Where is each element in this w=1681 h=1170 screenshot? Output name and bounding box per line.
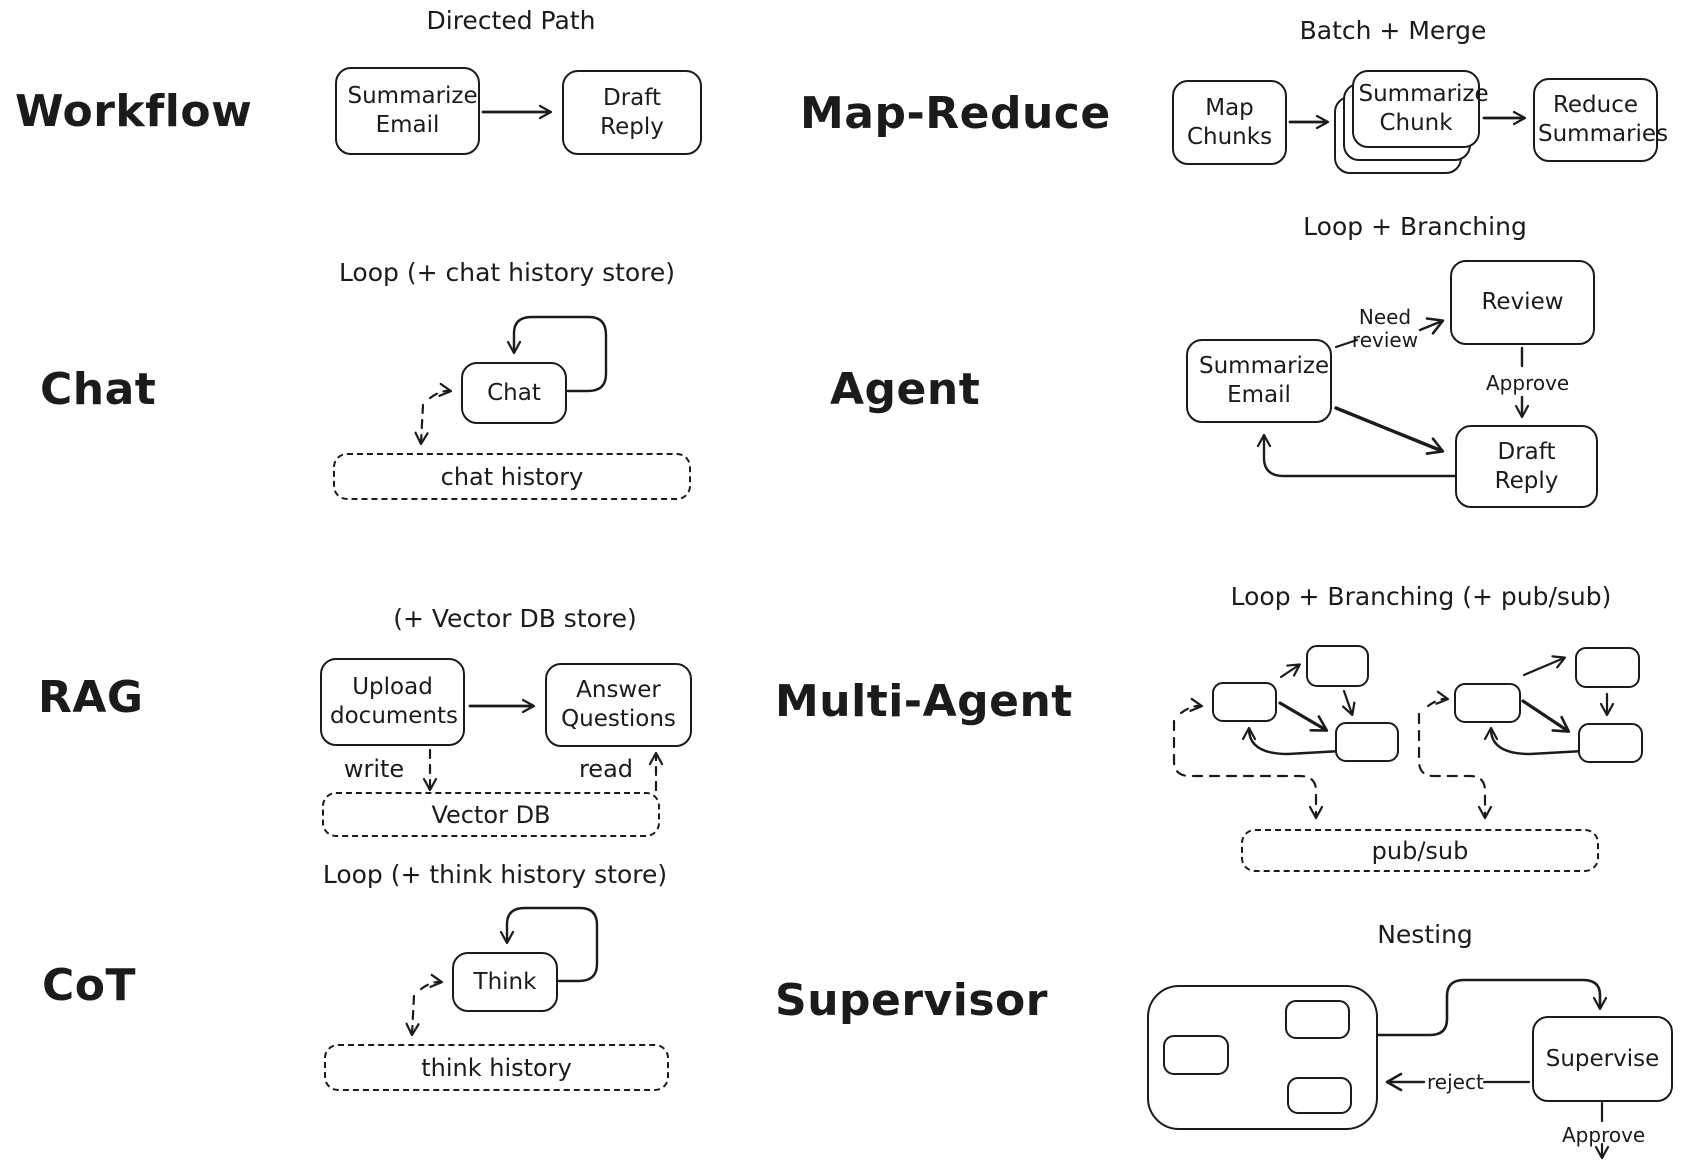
cot-title: Loop (+ think history store) xyxy=(322,860,668,889)
supervisor-label: Supervisor xyxy=(775,975,1048,1026)
workflow-title: Directed Path xyxy=(426,6,596,35)
map-reduce-title: Batch + Merge xyxy=(1299,16,1487,45)
workflow-node-summarize-email: Summarize Email xyxy=(335,67,480,155)
multi-agent-left-node-b xyxy=(1306,645,1369,687)
multi-agent-right-node-a xyxy=(1454,683,1521,723)
supervisor-edge-reject-label: reject xyxy=(1427,1070,1484,1094)
think-history-store: think history xyxy=(324,1044,669,1091)
map-reduce-node-summarize-chunk: Summarize Chunk xyxy=(1352,70,1489,148)
agent-node-summarize-email: Summarize Email xyxy=(1186,339,1332,423)
agent-node-draft-reply: Draft Reply xyxy=(1455,425,1598,508)
cot-label: CoT xyxy=(42,960,137,1011)
multi-agent-title: Loop + Branching (+ pub/sub) xyxy=(1230,582,1612,611)
rag-node-upload-documents: Upload documents xyxy=(320,658,465,746)
pub-sub-store: pub/sub xyxy=(1241,829,1599,872)
chat-history-store: chat history xyxy=(333,453,691,500)
vector-db-store: Vector DB xyxy=(322,792,660,837)
rag-label: RAG xyxy=(38,672,144,723)
map-reduce-node-reduce-summaries: Reduce Summaries xyxy=(1533,78,1668,162)
supervisor-inner-node-c xyxy=(1287,1077,1352,1114)
multi-agent-left-node-a xyxy=(1212,682,1277,722)
workflow-label: Workflow xyxy=(15,86,253,137)
agent-edge-need-review-label: Need review xyxy=(1351,305,1419,352)
cot-node-think: Think xyxy=(452,952,558,1012)
workflow-node-draft-reply: Draft Reply xyxy=(562,70,702,155)
agent-edge-approve-label: Approve xyxy=(1486,371,1570,395)
agent-node-review: Review xyxy=(1450,260,1595,345)
agent-title: Loop + Branching xyxy=(1303,212,1527,241)
multi-agent-right-node-b xyxy=(1575,647,1640,688)
map-reduce-node-map-chunks: Map Chunks xyxy=(1172,80,1287,165)
rag-title: (+ Vector DB store) xyxy=(393,604,637,633)
rag-edge-write-label: write xyxy=(343,755,405,783)
rag-node-answer-questions: Answer Questions xyxy=(545,663,692,747)
supervisor-inner-node-a xyxy=(1163,1035,1229,1075)
chat-node-chat: Chat xyxy=(461,362,567,424)
rag-edge-read-label: read xyxy=(578,755,634,783)
map-reduce-label: Map-Reduce xyxy=(800,88,1111,139)
multi-agent-left-node-c xyxy=(1335,722,1399,762)
supervisor-edge-approve-label: Approve xyxy=(1562,1123,1646,1147)
chat-label: Chat xyxy=(40,364,157,415)
multi-agent-right-node-c xyxy=(1578,723,1643,763)
supervisor-node-supervise: Supervise xyxy=(1532,1016,1673,1102)
supervisor-title: Nesting xyxy=(1377,920,1473,949)
chat-title: Loop (+ chat history store) xyxy=(338,258,676,287)
supervisor-inner-node-b xyxy=(1285,1000,1350,1039)
multi-agent-label: Multi-Agent xyxy=(775,676,1073,727)
agent-label: Agent xyxy=(830,364,981,415)
